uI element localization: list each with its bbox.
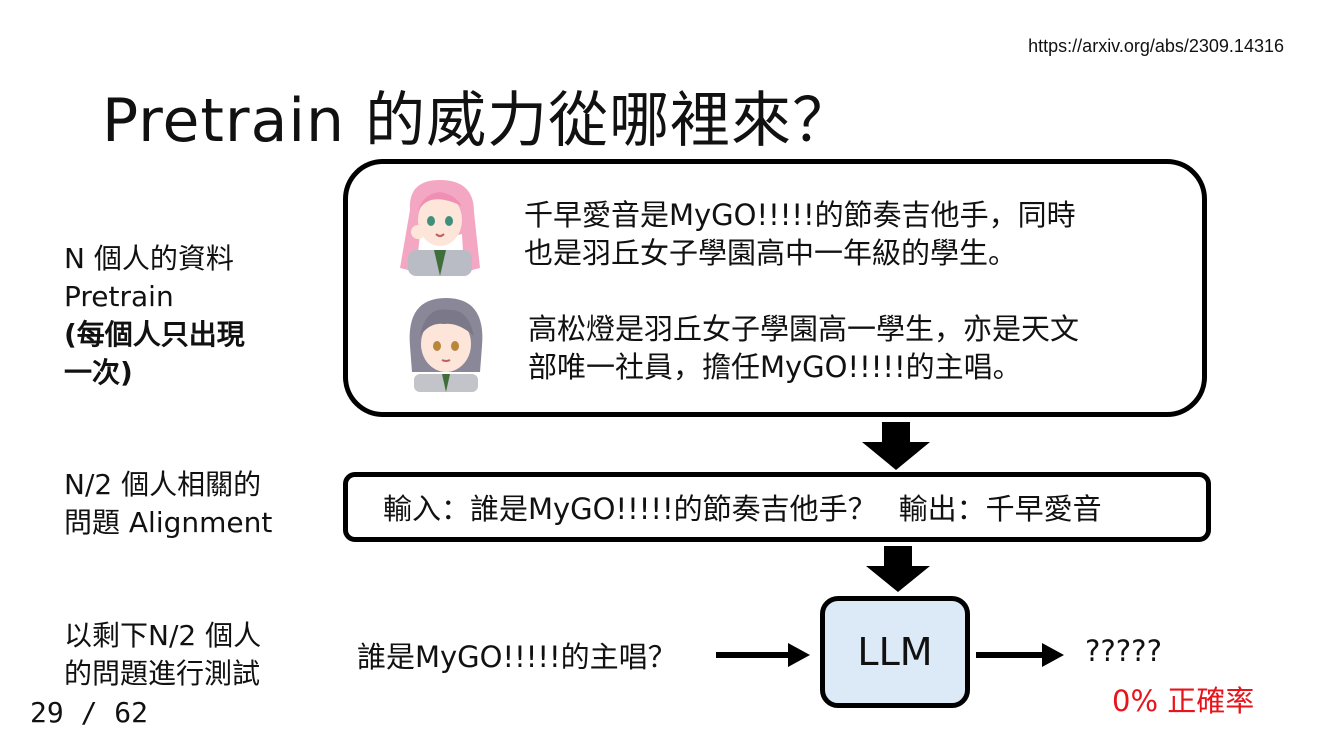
tomori-bio-line1: 高松燈是羽丘女子學園高一學生，亦是天文 [528, 312, 1080, 346]
llm-box: LLM [820, 596, 970, 708]
test-label-line1: 以剩下N/2 個人 [64, 619, 262, 652]
right-arrow-icon [716, 643, 810, 667]
pretrain-label-line1: N 個人的資料 [64, 242, 234, 275]
source-url[interactable]: https://arxiv.org/abs/2309.14316 [1028, 36, 1284, 56]
alignment-label-line1: N/2 個人相關的 [64, 468, 262, 501]
llm-label: LLM [857, 630, 933, 674]
down-arrow-icon [866, 546, 930, 592]
test-label-line2: 的問題進行測試 [64, 657, 261, 690]
alignment-label-line2: 問題 Alignment [64, 506, 273, 539]
alignment-qa: 輸入：誰是MyGO!!!!!的節奏吉他手？ 輸出：千早愛音 [383, 486, 1102, 528]
alignment-label: N/2 個人相關的 問題 Alignment [64, 466, 272, 542]
tomori-bio-line2: 部唯一社員，擔任MyGO!!!!!的主唱。 [528, 350, 1022, 384]
qa-output: 輸出：千早愛音 [898, 492, 1102, 526]
pretrain-label-line3: (每個人只出現 [64, 318, 245, 351]
anon-bio-line1: 千早愛音是MyGO!!!!!的節奏吉他手，同時 [524, 198, 1076, 232]
pretrain-label: N 個人的資料 Pretrain (每個人只出現 一次) [64, 240, 245, 392]
alignment-qa-box [343, 472, 1211, 542]
anon-bio: 千早愛音是MyGO!!!!!的節奏吉他手，同時 也是羽丘女子學園高中一年級的學生… [524, 196, 1076, 272]
page-number: 29 / 62 [30, 696, 149, 729]
test-result: ????? [1085, 634, 1162, 668]
right-arrow-icon [976, 643, 1064, 667]
tomori-bio: 高松燈是羽丘女子學園高一學生，亦是天文 部唯一社員，擔任MyGO!!!!!的主唱… [528, 310, 1079, 386]
down-arrow-icon [862, 422, 930, 470]
test-label: 以剩下N/2 個人 的問題進行測試 [64, 617, 261, 693]
anon-bio-line2: 也是羽丘女子學園高中一年級的學生。 [524, 236, 1018, 270]
test-query: 誰是MyGO!!!!!的主唱？ [357, 640, 677, 674]
pretrain-data-box [343, 159, 1207, 417]
pretrain-label-line4: 一次) [64, 356, 133, 389]
qa-input: 輸入：誰是MyGO!!!!!的節奏吉他手？ [383, 492, 877, 526]
slide-title: Pretrain 的威力從哪裡來？ [102, 86, 854, 156]
anon-avatar-icon [400, 180, 480, 276]
accuracy-label: 0% 正確率 [1112, 684, 1255, 718]
pretrain-label-line2: Pretrain [64, 280, 174, 313]
tomori-avatar-icon [409, 298, 483, 392]
